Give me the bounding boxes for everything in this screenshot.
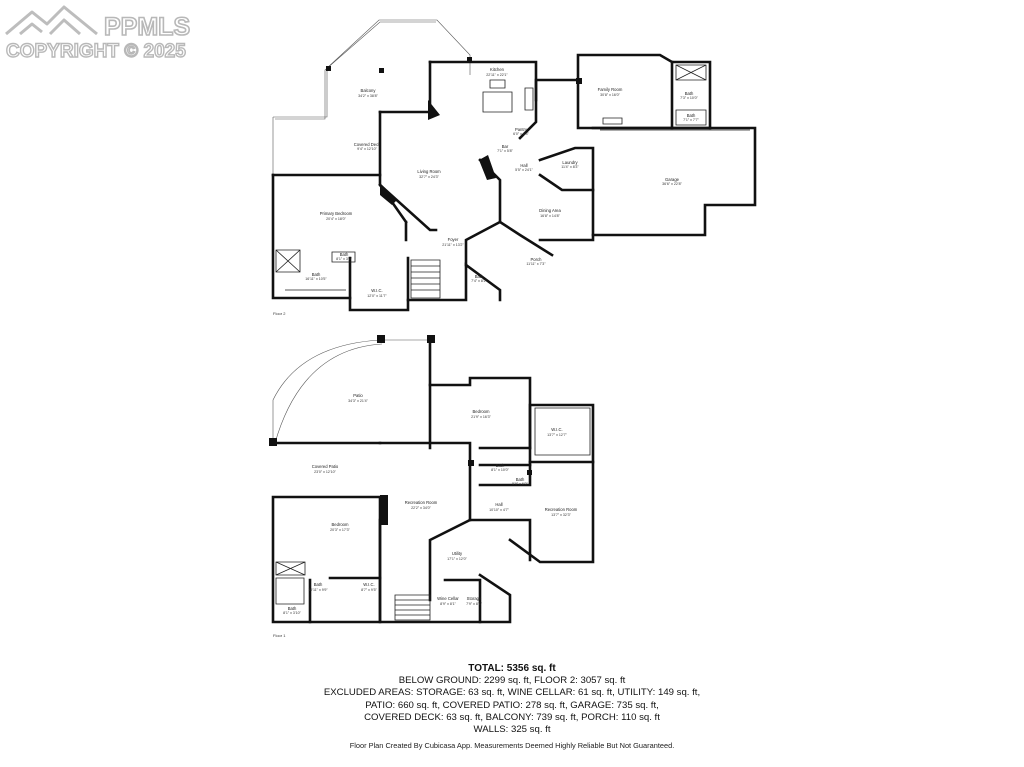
ppmls-watermark: PPMLS COPYRIGHT © 2025 xyxy=(2,2,207,63)
room-label: Living Room xyxy=(417,169,441,174)
room-label: W.I.C. xyxy=(363,582,374,587)
room-dims: 34'3" x 21'4" xyxy=(348,399,368,403)
floor-1-room-labels: Patio 34'3" x 21'4" Bedroom 21'9" x 16'3… xyxy=(273,393,578,638)
room-dims: 32'7" x 24'3" xyxy=(419,175,439,179)
room-dims: 21'9" x 16'3" xyxy=(471,415,491,419)
room-label: Laundry xyxy=(562,160,578,165)
room-label: Covered Patio xyxy=(312,464,339,469)
room-label: Utility xyxy=(452,551,463,556)
room-label: Recreation Room xyxy=(545,507,578,512)
room-label: Bar xyxy=(502,144,509,149)
area-line-2: EXCLUDED AREAS: STORAGE: 63 sq. ft, WINE… xyxy=(323,687,701,699)
room-dims: 11'4" x 8'3" xyxy=(561,165,579,169)
total-area: TOTAL: 5356 sq. ft xyxy=(468,663,556,674)
room-label: Storage xyxy=(467,596,482,601)
room-dims: 34'2" x 38'8" xyxy=(358,94,378,98)
room-dims: 21'11" x 13'2" xyxy=(442,243,464,247)
room-dims: 13'7" x 12'7" xyxy=(547,433,567,437)
room-dims: 5'5" x 24'1" xyxy=(515,168,533,172)
room-label: Covered Deck xyxy=(354,142,381,147)
floor-plan-drawing: Balcony 34'2" x 38'8" Kitchen 22'11" x 2… xyxy=(269,19,757,638)
room-dims: 7'3" x 10'0" xyxy=(680,96,698,100)
room-label: Bath xyxy=(475,274,484,279)
copyright-text: COPYRIGHT © 2025 xyxy=(6,41,186,62)
room-dims: 23'0" x 12'10" xyxy=(314,470,336,474)
room-label: Primary Bedroom xyxy=(320,211,353,216)
area-summary: TOTAL: 5356 sq. ft BELOW GROUND: 2299 sq… xyxy=(262,663,762,736)
room-dims: 16'11" x 10'5" xyxy=(305,277,327,281)
room-dims: 8'1" x 3'6" xyxy=(336,257,352,261)
room-dims: 7'4" x 8'2" xyxy=(471,279,487,283)
room-label: Pantry xyxy=(515,127,528,132)
room-label: Dining Area xyxy=(539,208,561,213)
room-label: Bath xyxy=(314,582,323,587)
room-dims: 17'1" x 12'0" xyxy=(447,557,467,561)
room-label: Kitchen xyxy=(490,67,505,72)
room-label: W.I.C. xyxy=(551,427,562,432)
room-label: Patio xyxy=(353,393,363,398)
room-label: Recreation Room xyxy=(405,500,438,505)
room-label: Bath xyxy=(340,252,349,257)
room-dims: 16'8" x 14'8" xyxy=(540,214,560,218)
floor-2-room-labels: Balcony 34'2" x 38'8" Kitchen 22'11" x 2… xyxy=(273,67,700,316)
room-label: W.I.C. xyxy=(371,288,382,293)
floor-1-plan xyxy=(269,335,595,624)
room-label: Wine Cellar xyxy=(437,596,459,601)
room-dims: 8'1" x 3'10" xyxy=(283,611,301,615)
room-dims: 36'6" x 22'8" xyxy=(662,182,682,186)
mountain-logo-icon: PPMLS COPYRIGHT © 2025 xyxy=(5,5,191,63)
room-dims: 8'7" x 9'5" xyxy=(361,588,377,592)
room-dims: 7'1" x 5'8" xyxy=(497,149,513,153)
room-dims: 20'4" x 18'0" xyxy=(326,217,346,221)
area-line-3: PATIO: 660 sq. ft, COVERED PATIO: 278 sq… xyxy=(365,699,659,711)
room-dims: 7'9" x 8'1" xyxy=(466,602,482,606)
room-dims: 9'4" x 12'10" xyxy=(357,147,377,151)
room-label: Bath xyxy=(685,91,694,96)
room-label: Bath xyxy=(516,477,525,482)
room-label: Family Room xyxy=(598,87,623,92)
room-label: Bedroom xyxy=(332,522,350,527)
room-dims: 20'3" x 17'3" xyxy=(330,528,350,532)
area-line-1: BELOW GROUND: 2299 sq. ft, FLOOR 2: 3057… xyxy=(398,675,626,687)
room-label: Bath xyxy=(312,272,321,277)
room-label: Bath xyxy=(288,606,297,611)
room-dims: 12'0" x 11'7" xyxy=(367,294,387,298)
room-dims: 10'10" x 4'7" xyxy=(489,508,509,512)
floor-2-plan xyxy=(271,19,757,312)
room-dims: 30'8" x 16'0" xyxy=(600,93,620,97)
room-label: Foyer xyxy=(448,237,459,242)
room-label: Bath xyxy=(496,463,505,468)
disclaimer: Floor Plan Created By Cubicasa App. Meas… xyxy=(349,741,675,750)
room-dims: 10'11" x 9'9" xyxy=(308,588,328,592)
room-label: Bedroom xyxy=(473,409,491,414)
room-dims: 6'0" x 6'4" xyxy=(513,132,529,136)
room-dims: 5'9" x 6'0" xyxy=(512,482,528,486)
room-label: Hall xyxy=(520,163,527,168)
room-dims: 13'7" x 32'3" xyxy=(551,513,571,517)
room-dims: 22'2" x 34'0" xyxy=(411,506,431,510)
room-label: Garage xyxy=(665,177,680,182)
area-line-5: WALLS: 325 sq. ft xyxy=(473,724,551,736)
room-dims: 8'1" x 10'0" xyxy=(491,468,509,472)
room-dims: 7'1" x 7'7" xyxy=(683,118,699,122)
room-dims: 8'9" x 8'1" xyxy=(440,602,456,606)
room-dims: 22'11" x 22'1" xyxy=(486,73,508,77)
room-label: Bath xyxy=(687,113,696,118)
room-label: Porch xyxy=(531,257,543,262)
room-dims: 11'11" x 7'3" xyxy=(526,262,546,266)
floor-label: Floor 2 xyxy=(273,311,286,316)
area-line-4: COVERED DECK: 63 sq. ft, BALCONY: 739 sq… xyxy=(364,711,660,723)
room-label: Balcony xyxy=(361,88,377,93)
brand-text: PPMLS xyxy=(104,13,190,41)
floor-label: Floor 1 xyxy=(273,633,286,638)
room-label: Hall xyxy=(495,502,502,507)
